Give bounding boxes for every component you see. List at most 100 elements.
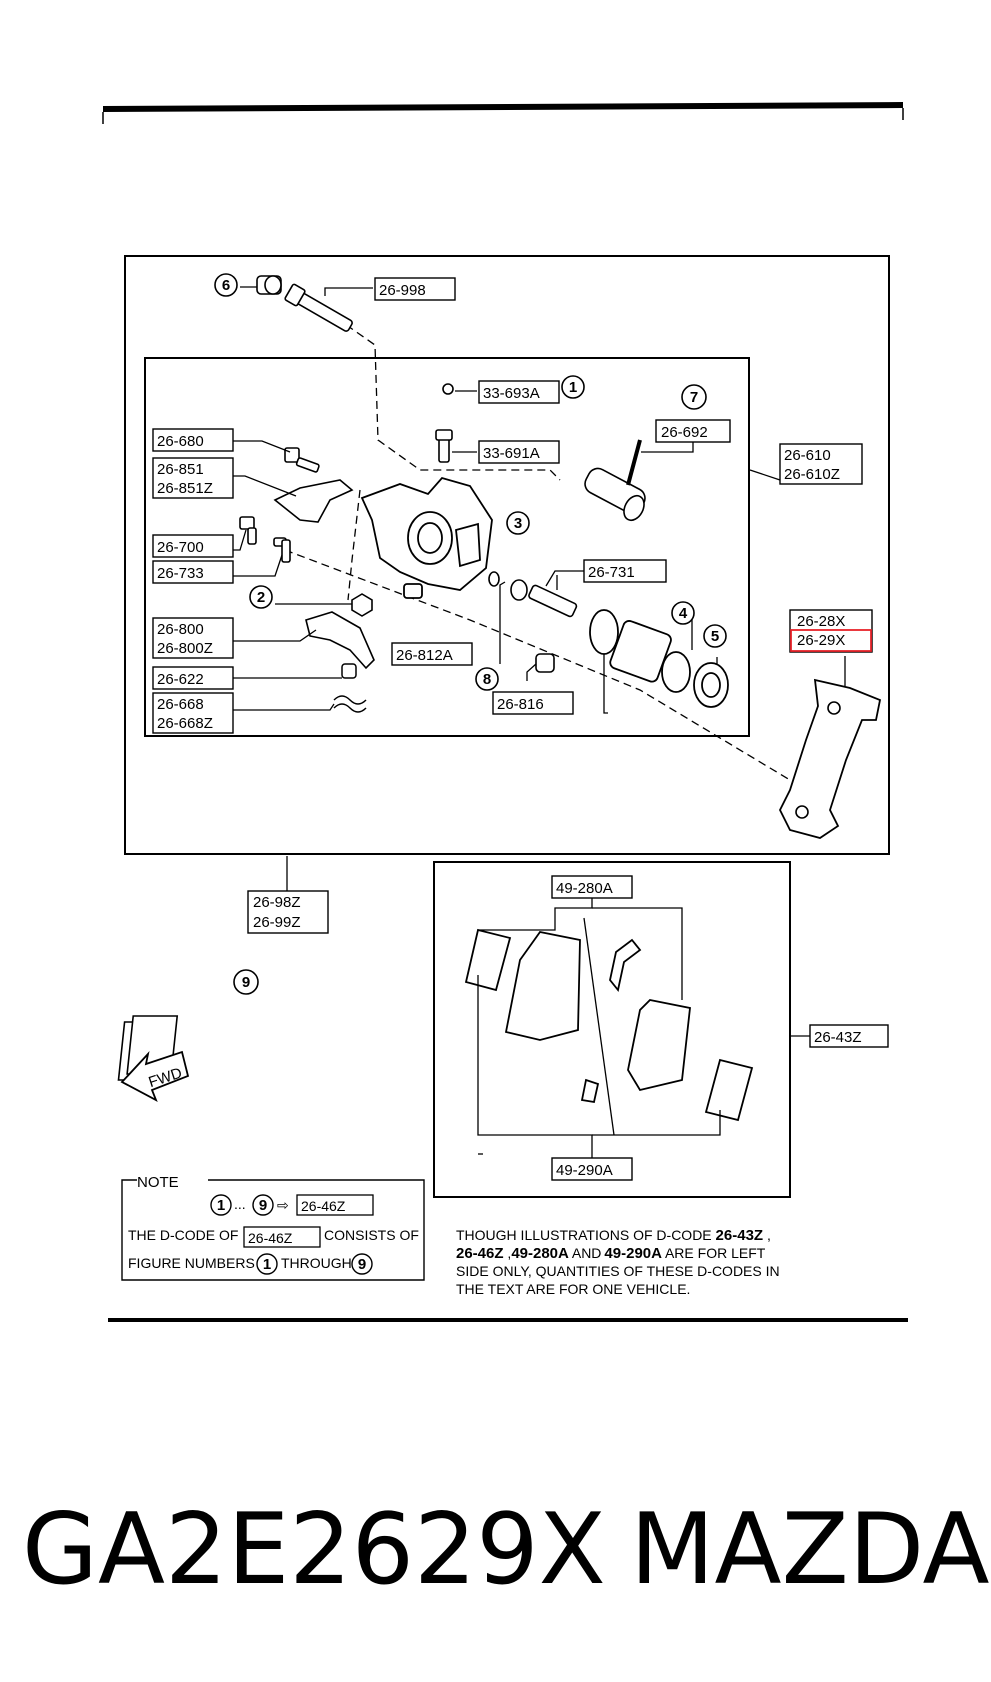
svg-text:26-731: 26-731: [588, 564, 635, 581]
brand-caption: MAZDA: [630, 1493, 990, 1607]
label-26-733: 26-733: [152, 560, 234, 584]
svg-text:SIDE ONLY, QUANTITIES OF THESE: SIDE ONLY, QUANTITIES OF THESE D-CODES I…: [456, 1263, 780, 1279]
svg-text:26-998: 26-998: [379, 282, 426, 299]
note-box: NOTE 1 ... 9 ⇨ 26-46Z THE D-CODE OF 26-4…: [121, 1174, 425, 1281]
svg-text:2: 2: [257, 589, 265, 606]
adjuster-26-731: [488, 571, 578, 618]
part-number-caption: GA2E2629X: [22, 1493, 606, 1607]
svg-text:33-691A: 33-691A: [483, 445, 540, 462]
caliper-body-box: [144, 357, 750, 737]
label-26-680: 26-680: [152, 428, 234, 452]
bleeder-screw: [435, 383, 454, 463]
highlight-box: [790, 629, 872, 652]
disclaimer-text: THOUGH ILLUSTRATIONS OF D-CODE 26-43Z , …: [456, 1227, 780, 1297]
circled-number-8: 8: [475, 667, 499, 691]
svg-text:1: 1: [569, 379, 577, 396]
svg-text:26-622: 26-622: [157, 671, 204, 688]
svg-text:THE D-CODE OF: THE D-CODE OF: [128, 1227, 238, 1243]
bolt-26-680: [284, 447, 320, 473]
svg-text:7: 7: [690, 389, 698, 406]
label-26-800: 26-800 26-800Z: [152, 617, 234, 659]
svg-text:26-816: 26-816: [497, 696, 544, 713]
circled-number-3: 3: [506, 511, 530, 535]
svg-text:8: 8: [483, 671, 491, 688]
label-49-280A: 49-280A: [551, 875, 633, 899]
label-26-98Z: 26-98Z 26-99Z: [247, 890, 329, 934]
svg-text:26-700: 26-700: [157, 539, 204, 556]
svg-text:26-46Z: 26-46Z: [248, 1230, 293, 1246]
circled-number-7: 7: [681, 384, 707, 410]
svg-text:9: 9: [358, 1256, 366, 1273]
svg-text:6: 6: [222, 277, 230, 294]
svg-text:FIGURE NUMBERS: FIGURE NUMBERS: [128, 1255, 255, 1271]
label-26-851: 26-851 26-851Z: [152, 457, 234, 499]
svg-text:9: 9: [242, 974, 250, 991]
svg-text:26-851Z: 26-851Z: [157, 480, 213, 497]
pad-kit-box: [433, 861, 791, 1198]
piston-assembly: [589, 609, 729, 708]
circled-number-9: 9: [233, 969, 259, 995]
svg-text:CONSISTS OF: CONSISTS OF: [324, 1227, 419, 1243]
caliper-housing: [360, 476, 493, 599]
svg-text:5: 5: [711, 628, 719, 645]
svg-text:26-46Z: 26-46Z: [301, 1198, 346, 1214]
caliper-bracket-26-29X: [778, 678, 882, 839]
svg-text:49-290A: 49-290A: [556, 1162, 613, 1179]
svg-text:9: 9: [259, 1197, 267, 1214]
svg-text:49-280A: 49-280A: [556, 880, 613, 897]
bracket-26-851: [273, 479, 354, 523]
cap-8: [535, 653, 555, 673]
nut-2: [351, 593, 373, 617]
svg-text:26-610: 26-610: [784, 447, 831, 464]
caliper-assembly-box: [124, 255, 890, 855]
top-rule: [102, 102, 904, 112]
svg-text:26-668: 26-668: [157, 696, 204, 713]
svg-text:26-610Z: 26-610Z: [784, 466, 840, 483]
svg-text:26-28X: 26-28X: [797, 613, 845, 630]
brake-pads: [464, 928, 754, 1122]
label-26-998: 26-998: [374, 277, 456, 301]
svg-text:1: 1: [217, 1197, 225, 1214]
label-33-691A: 33-691A: [478, 440, 560, 464]
svg-text:26-692: 26-692: [661, 424, 708, 441]
spring-26-668: [333, 663, 367, 713]
label-33-693A: 33-693A: [478, 380, 560, 404]
svg-text:4: 4: [679, 605, 688, 622]
guide-pin-26-692: [584, 439, 646, 522]
svg-text:26-851: 26-851: [157, 461, 204, 478]
label-26-29X: 26-28X 26-29X: [789, 609, 873, 653]
svg-text:⇨: ⇨: [277, 1197, 289, 1213]
svg-text:26-99Z: 26-99Z: [253, 914, 301, 931]
label-26-668: 26-668 26-668Z: [152, 692, 234, 734]
label-26-731: 26-731: [583, 559, 667, 583]
svg-text:THROUGH: THROUGH: [281, 1255, 352, 1271]
svg-text:1: 1: [263, 1256, 271, 1273]
guide-bolt-26-998: [284, 283, 353, 332]
circled-number-2: 2: [249, 585, 273, 609]
label-26-812A: 26-812A: [391, 642, 473, 666]
label-49-290A: 49-290A: [551, 1157, 633, 1181]
svg-text:26-668Z: 26-668Z: [157, 715, 213, 732]
svg-text:...: ...: [234, 1196, 246, 1212]
label-26-610: 26-610 26-610Z: [779, 443, 863, 485]
circled-number-5: 5: [703, 624, 727, 648]
label-26-43Z: 26-43Z: [809, 1024, 889, 1048]
circled-number-1: 1: [561, 375, 585, 399]
svg-text:26-800Z: 26-800Z: [157, 640, 213, 657]
svg-text:26-43Z: 26-43Z: [814, 1029, 862, 1046]
svg-text:26-680: 26-680: [157, 433, 204, 450]
label-26-622: 26-622: [152, 666, 234, 690]
svg-text:26-733: 26-733: [157, 565, 204, 582]
svg-text:26-812A: 26-812A: [396, 647, 453, 664]
svg-text:33-693A: 33-693A: [483, 385, 540, 402]
circled-number-6: 6: [214, 273, 238, 297]
lever-26-800: [305, 611, 375, 670]
bushing-6: [256, 275, 282, 295]
svg-text:3: 3: [514, 515, 522, 532]
note-heading: NOTE: [137, 1174, 179, 1191]
svg-text:THOUGH ILLUSTRATIONS OF D-CODE: THOUGH ILLUSTRATIONS OF D-CODE 26-43Z ,: [456, 1227, 771, 1244]
label-26-816: 26-816: [492, 691, 574, 715]
label-26-692: 26-692: [655, 419, 731, 443]
